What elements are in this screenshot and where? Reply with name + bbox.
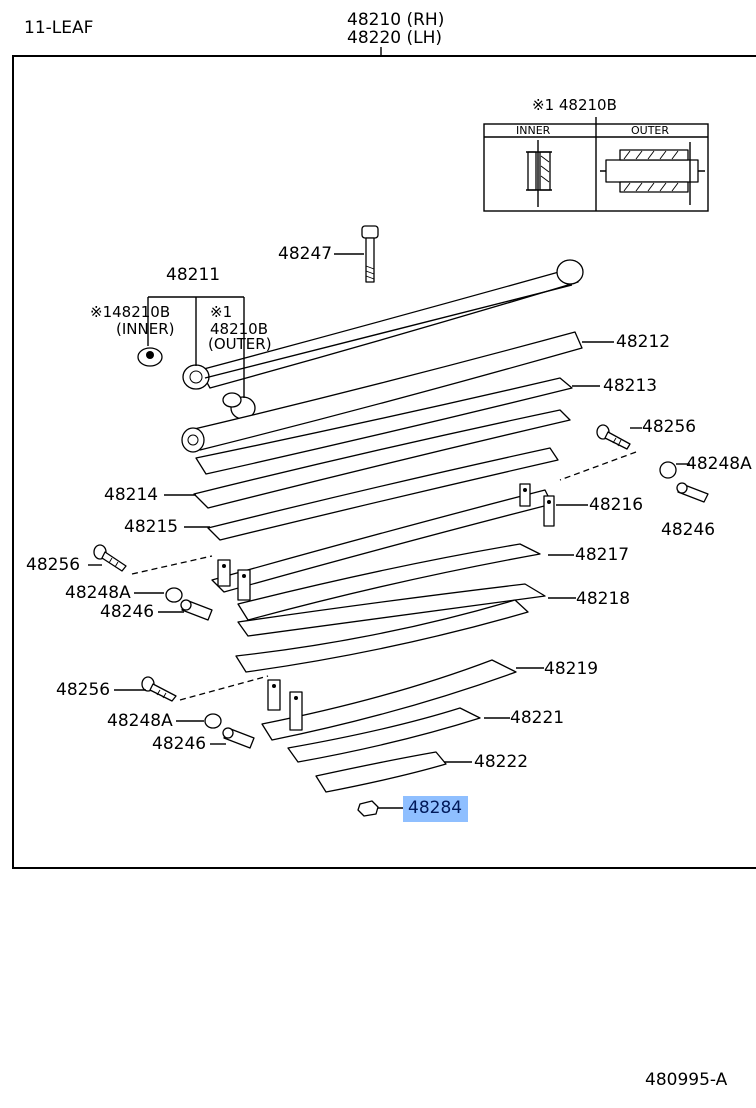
inset-title: ※1 48210B [532,96,617,114]
callout-48216[interactable]: 48216 [589,495,644,515]
callout-48210b-outer-mark: ※1 [210,303,233,321]
leaf-48212 [181,331,583,453]
callout-48221[interactable]: 48221 [510,708,565,728]
pipe-48246-mid-icon [180,599,213,621]
callout-48214[interactable]: 48214 [104,485,159,505]
callout-48215[interactable]: 48215 [124,517,179,537]
callout-48222[interactable]: 48222 [474,752,529,772]
callout-48217[interactable]: 48217 [575,545,630,565]
leaf-48213 [195,377,573,475]
diagram-frame [12,55,756,869]
clip-bolt-48256-lower-icon [141,676,177,702]
clip-bolt-48256-mid-icon [93,544,127,572]
leaf-48217 [237,543,541,621]
clip-bolt-48256-right-icon [596,424,631,450]
callout-48210b-inner[interactable]: ※148210B [90,303,171,321]
callout-48248a-lower[interactable]: 48248A [107,711,173,731]
callout-48246-right[interactable]: 48246 [661,520,716,540]
spacer-48248a-lower-icon [204,713,222,729]
callout-48256-lower[interactable]: 48256 [56,680,111,700]
callout-48247[interactable]: 48247 [278,244,333,264]
leaf-48218b [235,599,529,673]
callout-48256-mid[interactable]: 48256 [26,555,81,575]
callout-48284-highlighted[interactable]: 48284 [403,796,469,822]
leaf-48215 [207,447,559,541]
pipe-48246-lower-icon [222,727,255,749]
pipe-48246-right-icon [676,482,709,503]
inner-bushing-section-icon [526,140,552,207]
outer-bushing-section-icon [600,142,705,205]
callout-48211[interactable]: 48211 [166,265,221,285]
inset-col-outer: OUTER [631,124,670,137]
callout-48246-lower[interactable]: 48246 [152,734,207,754]
bushing-outer-48210b-icon [222,392,256,420]
leaf-48218 [237,583,546,637]
figure-id: 480995-A [645,1070,728,1090]
nut-48284-icon [357,800,379,817]
callout-48248a-right[interactable]: 48248A [686,454,752,474]
inset-col-inner: INNER [516,124,551,137]
callout-48212[interactable]: 48212 [616,332,671,352]
clip-48216-icon [519,483,555,527]
leaf-48222 [315,751,447,793]
callout-48210b-inner-note: (INNER) [116,320,175,338]
bushing-inner-48210b-icon [137,347,163,367]
leaf-48219 [261,659,517,741]
clip-lower-icon [267,679,303,731]
spacer-48248a-mid-icon [165,587,183,603]
leaf-48221 [287,707,481,763]
callout-48210b-outer-note: (OUTER) [208,335,272,353]
callout-48219[interactable]: 48219 [544,659,599,679]
assembly-number-lh[interactable]: 48220 (LH) [347,28,443,48]
callout-48213[interactable]: 48213 [603,376,658,396]
bushing-inset-box [483,117,709,212]
leaf-count-label: 11-LEAF [24,18,94,38]
spacer-48248a-right-icon [659,461,677,479]
main-leaf-48211 [182,259,584,390]
center-bolt-48247 [361,225,379,283]
clip-mid-icon [217,559,251,601]
callout-48248a-mid[interactable]: 48248A [65,583,131,603]
assembly-number-rh[interactable]: 48210 (RH) [347,10,445,30]
leaf-48214 [193,409,571,509]
callout-48246-mid[interactable]: 48246 [100,602,155,622]
callout-48218[interactable]: 48218 [576,589,631,609]
callout-48256-right[interactable]: 48256 [642,417,697,437]
callout-48210b-outer[interactable]: 48210B [210,320,269,338]
